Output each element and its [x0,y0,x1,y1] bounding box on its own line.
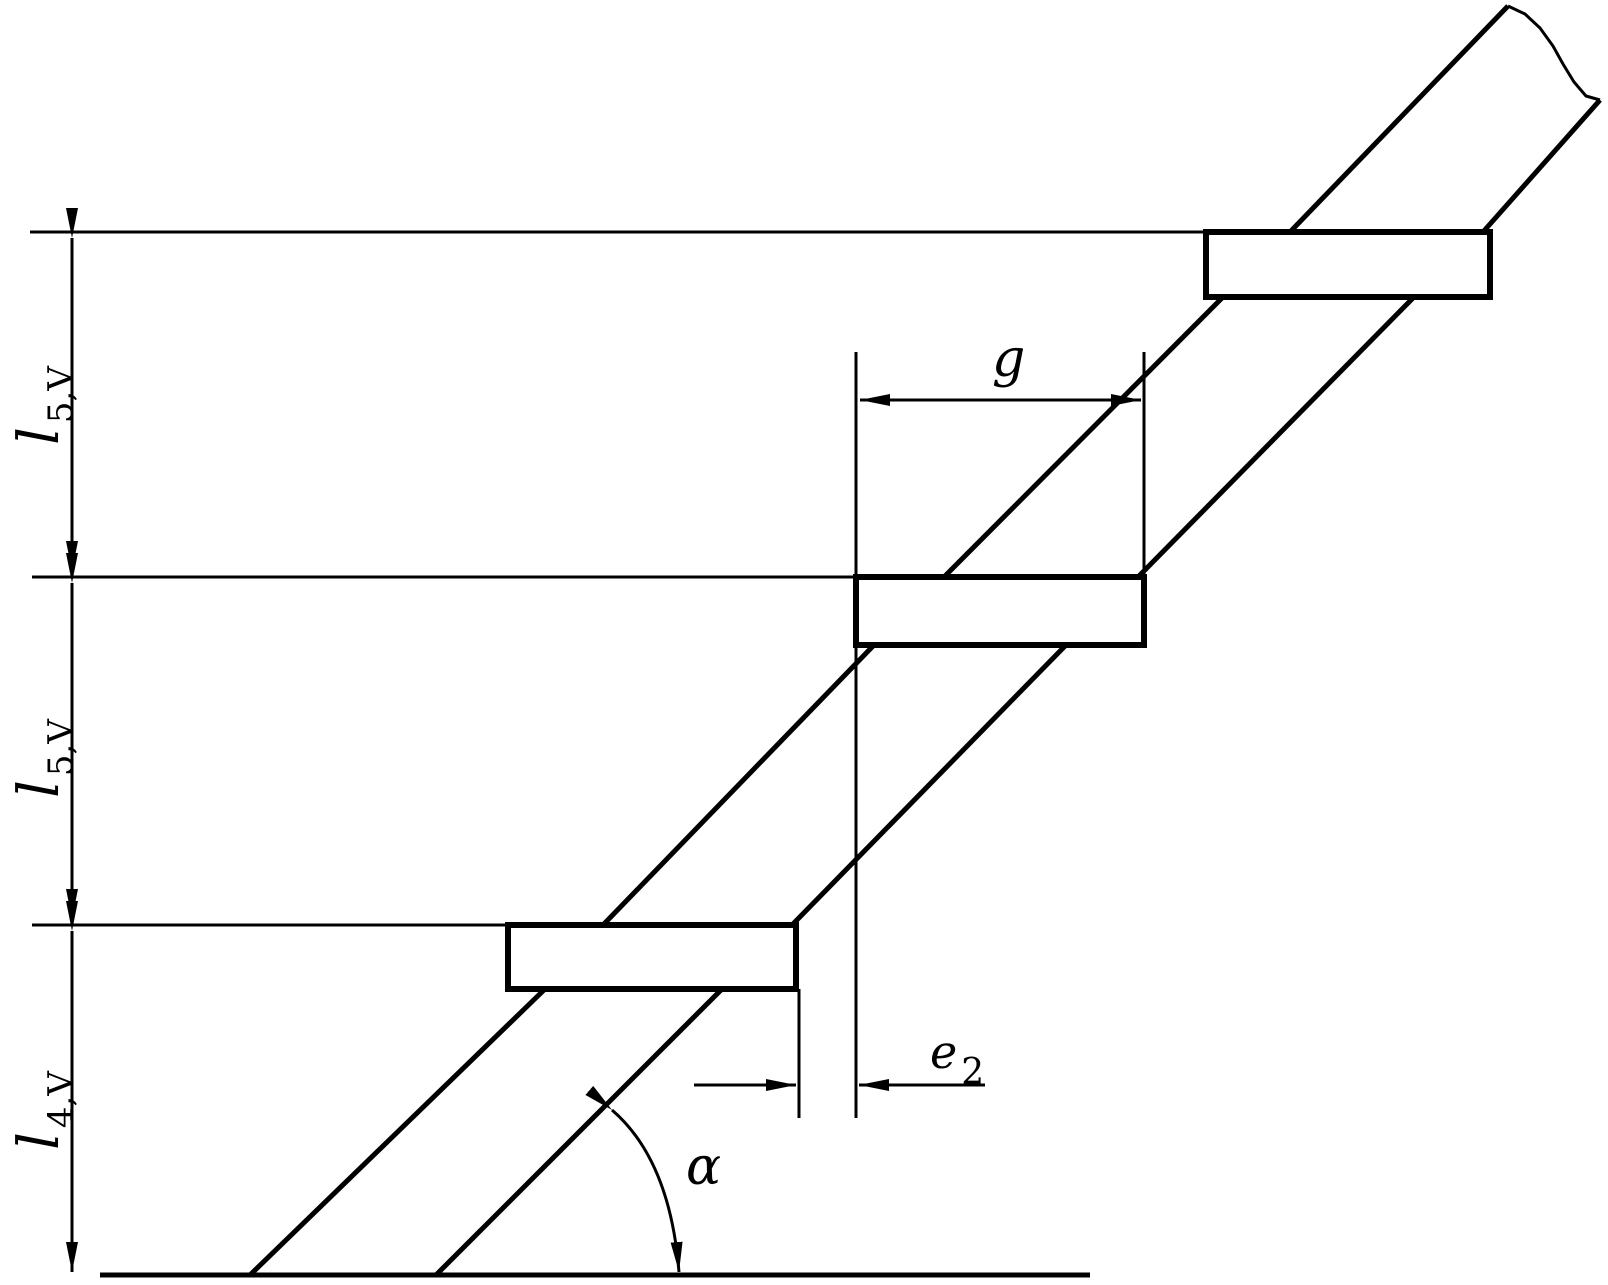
svg-text:l4,V: l4,V [7,1070,81,1150]
stringer-left-edge-4 [1288,4,1510,234]
step-bottom [505,922,799,992]
svg-text:l5,V: l5,V [7,718,81,798]
gap-label: g [992,329,1025,389]
stringer-left-edge-2 [601,643,876,927]
stringer-right-edge-4 [1481,98,1602,234]
stringer-left-edge-3 [942,295,1225,579]
stringer-left-edge-1 [248,987,547,1277]
stringer-right-edge-3 [1136,295,1416,579]
stringer-break-line [1507,4,1601,102]
angle-label: α [686,1137,721,1197]
step-middle [853,574,1147,648]
angle-arc [585,1085,683,1273]
height-label-bottom: l4,V [7,1070,81,1150]
height-label-top: l5,V [7,365,81,445]
step-top [1203,229,1493,300]
height-label-middle: l5,V [7,718,81,798]
stringer-right-edge-2 [790,643,1068,927]
svg-text:l5,V: l5,V [7,365,81,445]
stringer-right-edge-1 [434,987,724,1277]
